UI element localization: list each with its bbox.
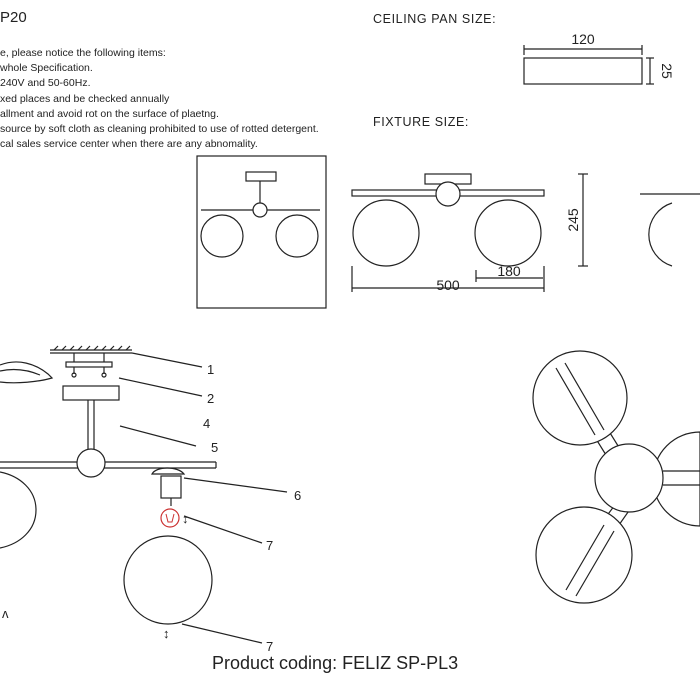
part-number: 7	[266, 538, 273, 553]
svg-text:ʌ: ʌ	[2, 606, 9, 621]
ceiling-pan-rect	[523, 57, 643, 85]
note-line: whole Specification.	[0, 62, 93, 75]
top-view-globe	[535, 506, 633, 604]
part-number: 5	[211, 440, 218, 455]
note-line: e, please notice the following items:	[0, 47, 166, 59]
part-number: 2	[207, 391, 214, 406]
ceiling-pan-width-label: 120	[571, 31, 595, 47]
top-view-hub	[594, 443, 664, 513]
instruction-notes: e, please notice the following items: wh…	[0, 46, 319, 152]
mounting-plate-illustration	[0, 361, 54, 384]
globe-left-partial	[0, 471, 37, 549]
lamp-socket	[160, 475, 182, 499]
svg-text:↕: ↕	[182, 511, 189, 526]
fixture-side-view-box	[196, 155, 327, 309]
bulb-icon	[160, 508, 180, 528]
note-line: allment and avoid rot on the surface of …	[0, 107, 219, 120]
note-line: xed places and be checked annually	[0, 92, 170, 105]
note-line: source by soft cloth as cleaning prohibi…	[0, 123, 319, 136]
part-number: 6	[294, 488, 301, 503]
canopy	[62, 385, 120, 401]
center-hub	[76, 448, 106, 478]
fixture-size-title: FIXTURE SIZE:	[373, 115, 470, 129]
glass-globe	[123, 535, 213, 625]
fixture-front-view: 500 180 245	[351, 173, 588, 293]
svg-text:↕: ↕	[163, 626, 170, 641]
ceiling-pan-drawing: 120 25	[523, 31, 675, 85]
fixture-top-view	[532, 350, 700, 604]
fixture-length-label: 500	[436, 277, 460, 293]
lamp-holder-cap	[151, 467, 186, 475]
top-view-globe	[532, 350, 628, 446]
ceiling-pan-title: CEILING PAN SIZE:	[373, 12, 497, 26]
mounting-bracket	[65, 361, 113, 368]
exploded-assembly: ↕ ↕ ʌ	[0, 345, 217, 641]
note-line: 240V and 50-60Hz.	[0, 77, 91, 90]
part-leaders	[118, 352, 288, 644]
ceiling-pan-height-label: 25	[659, 63, 675, 79]
note-line: cal sales service center when there are …	[0, 138, 258, 151]
fixture-height-label: 245	[565, 208, 581, 232]
part-number: 1	[207, 362, 214, 377]
product-coding: Product coding: FELIZ SP-PL3	[212, 653, 459, 673]
part-number: 4	[203, 416, 210, 431]
fixture-side-view-partial	[640, 193, 700, 267]
globe-diameter-label: 180	[497, 263, 521, 279]
part-number: 7	[266, 639, 273, 654]
model-fragment: P20	[0, 9, 27, 26]
